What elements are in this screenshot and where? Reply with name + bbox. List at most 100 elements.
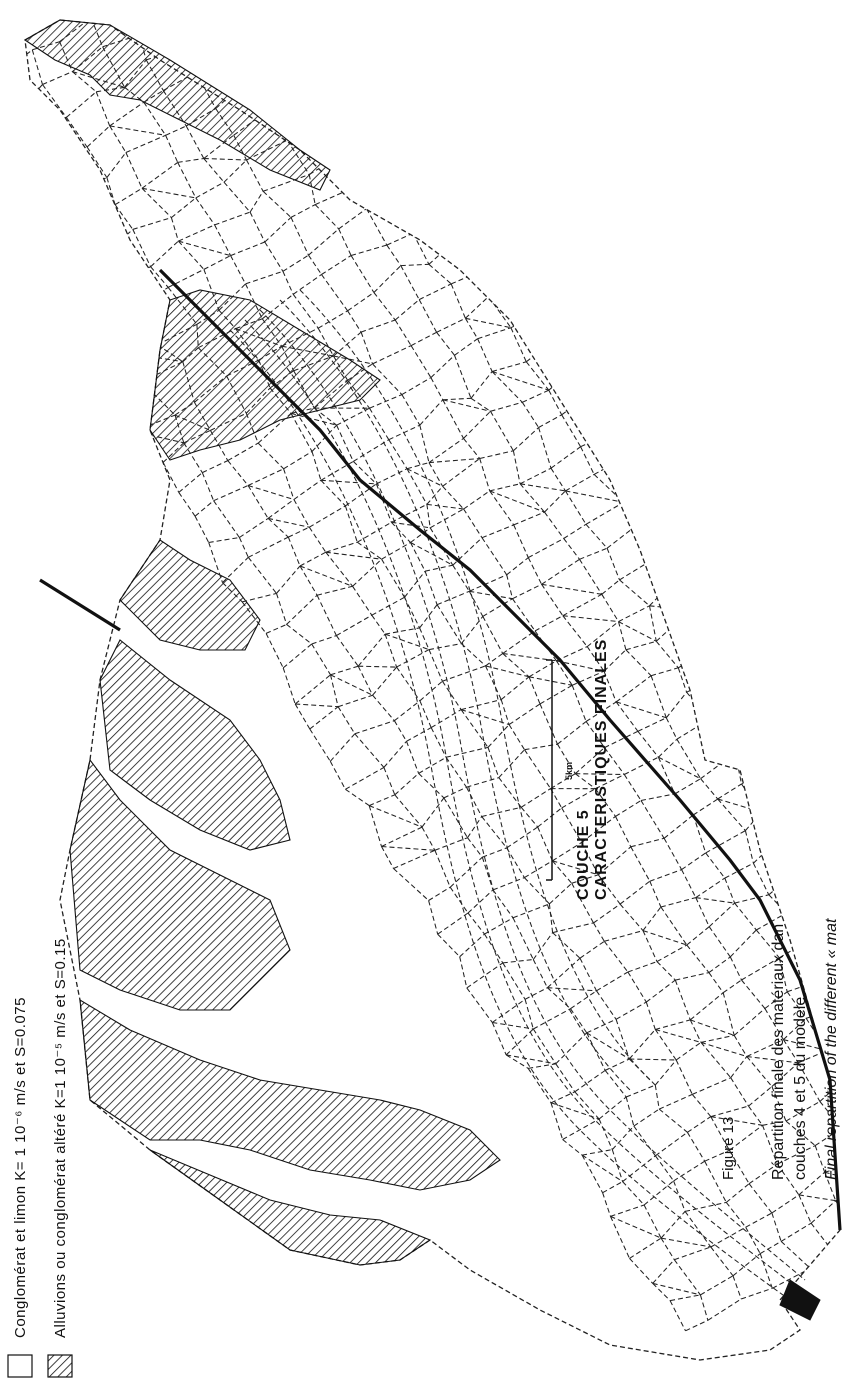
mesh-edge (602, 50, 630, 68)
mesh-edge (698, 286, 721, 294)
mesh-edge (574, 1091, 600, 1120)
mesh-edge (629, 1237, 662, 1259)
mesh-edge (748, 1163, 778, 1185)
mesh-edge (485, 665, 502, 700)
mesh-edge (178, 240, 205, 270)
mesh-edge (522, 389, 550, 403)
mesh-edge (502, 652, 557, 662)
mesh-edge (746, 1039, 784, 1057)
layer-subtitle: CARACTERISTIQUES FINALES (593, 639, 610, 900)
mesh-edge (573, 340, 608, 370)
mesh-edge (717, 585, 745, 609)
mesh-edge (785, 1120, 816, 1147)
mesh-edge (710, 1116, 730, 1151)
mesh-edge (585, 523, 608, 549)
mesh-edge (708, 708, 748, 720)
mesh-edge (654, 1059, 677, 1086)
mesh-edge (760, 22, 780, 39)
mesh-edge (670, 1294, 701, 1302)
mesh-edge (537, 826, 553, 862)
mesh-edge (445, 196, 467, 213)
mesh-edge (812, 408, 840, 432)
mesh-edge (653, 343, 676, 355)
mesh-edge (60, 228, 89, 239)
mesh-edge (25, 106, 42, 131)
mesh-edge (463, 490, 490, 510)
mesh-edge (859, 746, 863, 757)
mesh-edge (788, 795, 812, 825)
mesh-edge (322, 75, 346, 107)
mesh-edge (479, 458, 491, 492)
mesh-edge (748, 634, 787, 659)
mesh-edge (615, 816, 632, 848)
mesh-edge (165, 135, 179, 163)
mesh-edge (852, 961, 863, 982)
mesh-edge (170, 217, 179, 242)
mesh-edge (512, 598, 536, 632)
mesh-edge (814, 1145, 826, 1173)
mesh-edge (763, 410, 786, 449)
mesh-edge (257, 442, 284, 470)
mesh-edge (162, 442, 185, 463)
mesh-edge (228, 0, 244, 4)
mesh-edge (25, 142, 29, 179)
mesh-edge (208, 536, 240, 544)
mesh-edge (689, 609, 707, 652)
mesh-edge (813, 620, 829, 654)
mesh-edge (570, 990, 597, 1010)
mesh-edge (549, 261, 566, 291)
mesh-edge (557, 0, 588, 11)
mesh-edge (619, 880, 651, 905)
mesh-edge (705, 628, 733, 652)
mesh-edge (586, 1032, 630, 1060)
mesh-edge (569, 164, 593, 191)
mesh-edge (612, 298, 632, 330)
mesh-edge (675, 318, 715, 345)
mesh-edge (445, 211, 459, 239)
mesh-edge (759, 1240, 782, 1255)
mesh-edge (826, 777, 840, 791)
mesh-edge (434, 837, 468, 851)
mesh-edge (562, 1118, 600, 1140)
mesh-edge (663, 838, 683, 870)
mesh-edge (510, 311, 546, 329)
mesh-edge (823, 579, 838, 607)
mesh-edge (452, 537, 483, 566)
mesh-edge (243, 20, 258, 40)
mesh-edge (132, 353, 143, 383)
mesh-edge (261, 318, 283, 347)
mesh-edge (828, 459, 840, 475)
mesh-edge (308, 526, 327, 553)
mesh-edge (628, 50, 646, 89)
mesh-edge (586, 621, 619, 648)
mesh-edge (833, 255, 840, 279)
mesh-edge (344, 505, 358, 543)
mesh-edge (401, 394, 421, 426)
mesh-edge (726, 143, 756, 165)
mesh-edge (847, 265, 863, 279)
mesh-edge (542, 98, 563, 138)
mesh-edge (658, 1108, 688, 1133)
mesh-edge (792, 587, 815, 622)
mesh-edge (195, 197, 216, 226)
mesh-edge (704, 454, 725, 485)
mesh-edge (673, 1160, 705, 1182)
mesh-edge (92, 282, 120, 293)
mesh-edge (607, 328, 632, 342)
mesh-edge (754, 144, 773, 170)
mesh-edge (337, 706, 356, 735)
mesh-edge (685, 72, 721, 95)
mesh-edge (810, 824, 837, 853)
mesh-edge (647, 387, 676, 408)
mesh-edge (843, 686, 863, 697)
mesh-edge (710, 1226, 746, 1248)
mesh-edge (729, 956, 742, 981)
mesh-edge (491, 20, 503, 55)
mesh-edge (556, 646, 588, 662)
mesh-edge (177, 157, 204, 163)
mesh-edge (695, 877, 726, 899)
mesh-edge (830, 513, 840, 529)
mesh-edge (428, 462, 444, 487)
mesh-edge (596, 990, 617, 1020)
mesh-edge (482, 220, 511, 246)
